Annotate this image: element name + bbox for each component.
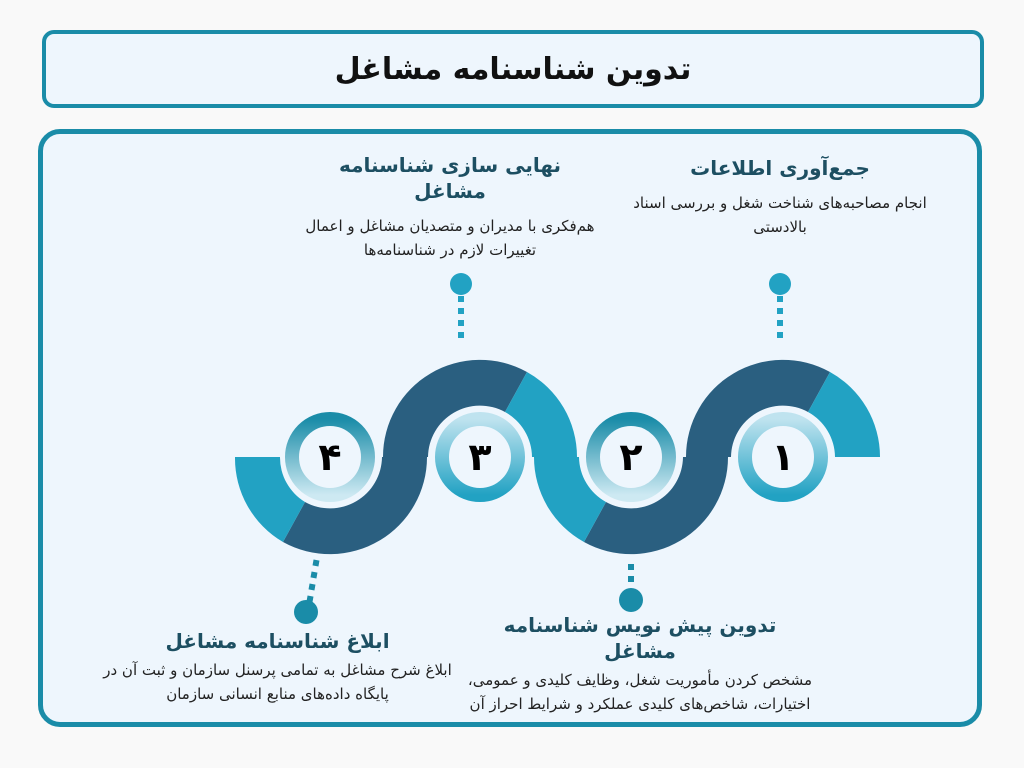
step-1-title: جمع‌آوری اطلاعات — [690, 156, 870, 180]
step-3-title: نهایی سازی شناسنامه مشاغل — [338, 153, 562, 203]
step-number-2: ۲ — [619, 435, 643, 479]
step-2-description: مشخص کردن مأموریت شغل، وظایف کلیدی و عمو… — [467, 671, 813, 713]
step-3-card: نهایی سازی شناسنامه مشاغل هم‌فکری با مدی… — [300, 152, 600, 262]
step-3-description: هم‌فکری با مدیران و متصدیان مشاغل و اعما… — [305, 217, 595, 259]
page-title: تدوین شناسنامه مشاغل — [334, 51, 692, 87]
step-1-card: جمع‌آوری اطلاعات انجام مصاحبه‌های شناخت … — [630, 155, 930, 239]
step-4-card: ابلاغ شناسنامه مشاغل ابلاغ شرح مشاغل به … — [95, 628, 460, 706]
step-2-title: تدوین پیش نویس شناسنامه مشاغل — [503, 613, 777, 663]
step-number-1: ۱ — [771, 435, 795, 479]
step-4-title: ابلاغ شناسنامه مشاغل — [165, 629, 390, 653]
step-2-card: تدوین پیش نویس شناسنامه مشاغل مشخص کردن … — [465, 612, 815, 716]
title-banner: تدوین شناسنامه مشاغل — [42, 30, 984, 108]
step-1-description: انجام مصاحبه‌های شناخت شغل و بررسی اسناد… — [633, 194, 927, 236]
step-number-3: ۳ — [468, 435, 492, 479]
step-4-description: ابلاغ شرح مشاغل به تمامی پرسنل سازمان و … — [103, 661, 452, 703]
step-number-4: ۴ — [318, 435, 342, 479]
